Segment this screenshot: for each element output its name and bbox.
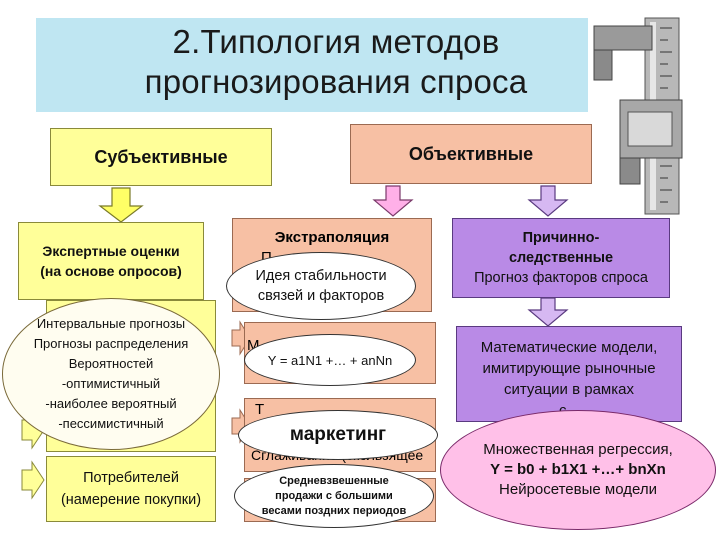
page-title: 2.Типология методов прогнозирования спро…: [36, 22, 636, 102]
expert-estimates-box: Экспертные оценки (на основе опросов): [18, 222, 204, 300]
interval-line-1: Интервальные прогнозы: [36, 316, 186, 331]
extrapolation-title: Экстраполяция: [274, 229, 390, 246]
interval-line-6: -пессимистичный: [58, 416, 164, 431]
interval-line-2: Прогнозы распределения: [33, 336, 189, 351]
math-line-2: имитирующие рыночные: [482, 360, 656, 377]
caliper-icon: [590, 16, 700, 216]
weighted-line-1: Средневзвешенные: [279, 474, 389, 487]
consumers-line-2: (намерение покупки): [60, 492, 202, 508]
down-arrow-icon: [372, 185, 414, 217]
subjective-header: Субъективные: [50, 128, 272, 186]
causal-line-1: Причинно-: [522, 230, 600, 246]
down-arrow-icon: [527, 185, 569, 217]
consumers-line-1: Потребителей: [83, 470, 179, 486]
objective-header: Объективные: [350, 124, 592, 184]
linear-formula: Y = a1N1 +… + anNn: [267, 352, 393, 368]
stability-line-2: связей и факторов: [257, 288, 385, 304]
weighted-line-3: весами поздних периодов: [261, 504, 407, 517]
consumers-box: Потребителей (намерение покупки): [46, 456, 216, 522]
regression-ellipse: Множественная регрессия, Y = b0 + b1X1 +…: [440, 410, 716, 530]
title-line-2: прогнозирования спроса: [144, 63, 528, 100]
objective-label: Объективные: [408, 143, 534, 164]
math-line-1: Математические модели,: [480, 339, 658, 356]
stability-ellipse: Идея стабильности связей и факторов: [226, 252, 416, 320]
linear-formula-ellipse: Y = a1N1 +… + anNn: [244, 334, 416, 386]
interval-line-4: -оптимистичный: [61, 376, 161, 391]
causal-line-2: следственные: [508, 250, 614, 266]
math-models-box: Математические модели, имитирующие рыноч…: [456, 326, 682, 422]
regression-formula: Y = b0 + b1X1 +…+ bnXn: [490, 461, 666, 478]
down-arrow-icon: [98, 187, 144, 223]
subjective-label: Субъективные: [94, 146, 228, 167]
weighted-ellipse: Средневзвешенные продажи с большими веса…: [234, 464, 434, 528]
interval-line-3: Вероятностей: [68, 356, 154, 371]
marketing-label: маркетинг: [289, 424, 387, 445]
interval-line-5: -наиболее вероятный: [45, 396, 177, 411]
trend-box-fragment: Т: [255, 401, 265, 418]
title-band: [36, 18, 588, 112]
expert-line-1: Экспертные оценки: [42, 243, 180, 259]
causal-box: Причинно- следственные Прогноз факторов …: [452, 218, 670, 298]
math-line-3: ситуации в рамках: [504, 381, 634, 398]
interval-forecasts-ellipse: Интервальные прогнозы Прогнозы распредел…: [2, 298, 220, 450]
weighted-line-2: продажи с большими: [275, 489, 393, 502]
title-line-1: 2.Типология методов: [172, 23, 500, 60]
down-arrow-icon: [527, 297, 569, 327]
causal-line-3: Прогноз факторов спроса: [474, 270, 648, 286]
regression-line-3: Нейросетевые модели: [499, 481, 657, 498]
stability-line-1: Идея стабильности: [255, 268, 387, 284]
regression-line-1: Множественная регрессия,: [483, 441, 673, 458]
expert-line-2: (на основе опросов): [40, 263, 182, 279]
marketing-ellipse: маркетинг: [238, 410, 438, 460]
